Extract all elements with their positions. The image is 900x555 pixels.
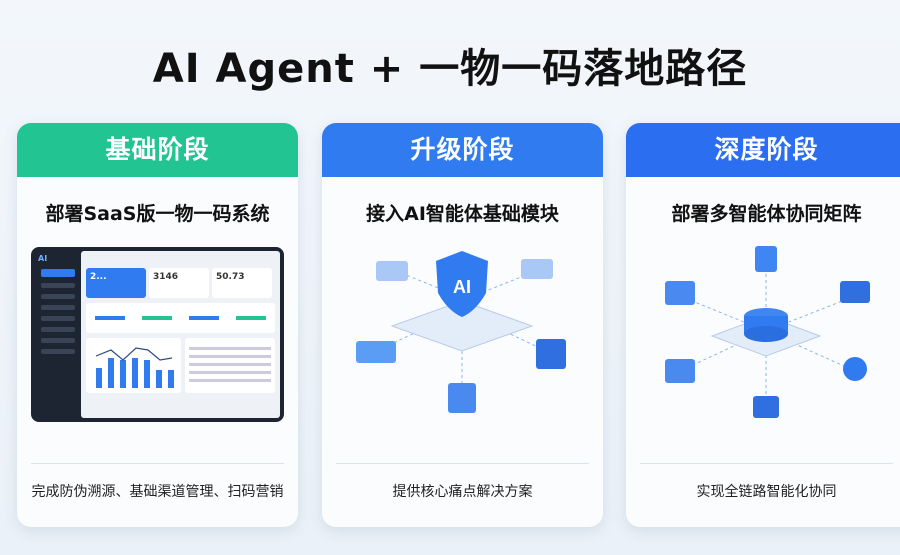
- stage-footer: 实现全链路智能化协同: [696, 484, 837, 500]
- stage-header: 基础阶段: [17, 123, 298, 177]
- server-icon: [755, 246, 777, 272]
- stage-subtitle: 部署多智能体协同矩阵: [671, 203, 862, 225]
- ai-hub-illustration: AI: [356, 251, 566, 413]
- stage-card-upgrade: 升级阶段 接入AI智能体基础模块 AI 提供核心痛点解决方案: [322, 123, 603, 527]
- stage-header: 深度阶段: [626, 123, 900, 177]
- stage-subtitle: 接入AI智能体基础模块: [366, 203, 559, 225]
- dashboard-stat: 3146: [149, 268, 209, 298]
- chat-icon: [521, 259, 553, 279]
- divider: [336, 463, 589, 464]
- multi-agent-illustration: [665, 246, 870, 418]
- dashboard-sidebar: AI: [35, 251, 81, 418]
- device-icon: [448, 383, 476, 413]
- stage-footer: 提供核心痛点解决方案: [392, 484, 533, 500]
- stage-subtitle: 部署SaaS版一物一码系统: [45, 203, 270, 225]
- monitor-icon: [840, 281, 870, 303]
- dashboard-logo: AI: [38, 254, 48, 263]
- stage-header: 升级阶段: [322, 123, 603, 177]
- database-icon: [744, 326, 788, 342]
- stage-footer: 完成防伪溯源、基础渠道管理、扫码营销: [31, 484, 284, 500]
- storage-icon: [753, 396, 779, 418]
- location-icon: [843, 357, 867, 381]
- chip-icon: [356, 341, 396, 363]
- document-icon: [665, 281, 695, 305]
- document-icon: [665, 359, 695, 383]
- dashboard-chart: [86, 338, 181, 393]
- ai-badge: AI: [453, 277, 471, 297]
- divider: [31, 463, 284, 464]
- divider: [640, 463, 893, 464]
- shield-icon: [436, 251, 488, 317]
- dashboard-stat: 50.73: [212, 268, 272, 298]
- page-title: AI Agent + 一物一码落地路径: [152, 46, 748, 92]
- chat-icon: [376, 261, 408, 281]
- stage-card-deep: 深度阶段 部署多智能体协同矩阵 实现全链路智能化协同: [626, 123, 900, 527]
- dashboard-stat: 2...: [86, 268, 146, 298]
- document-icon: [536, 339, 566, 369]
